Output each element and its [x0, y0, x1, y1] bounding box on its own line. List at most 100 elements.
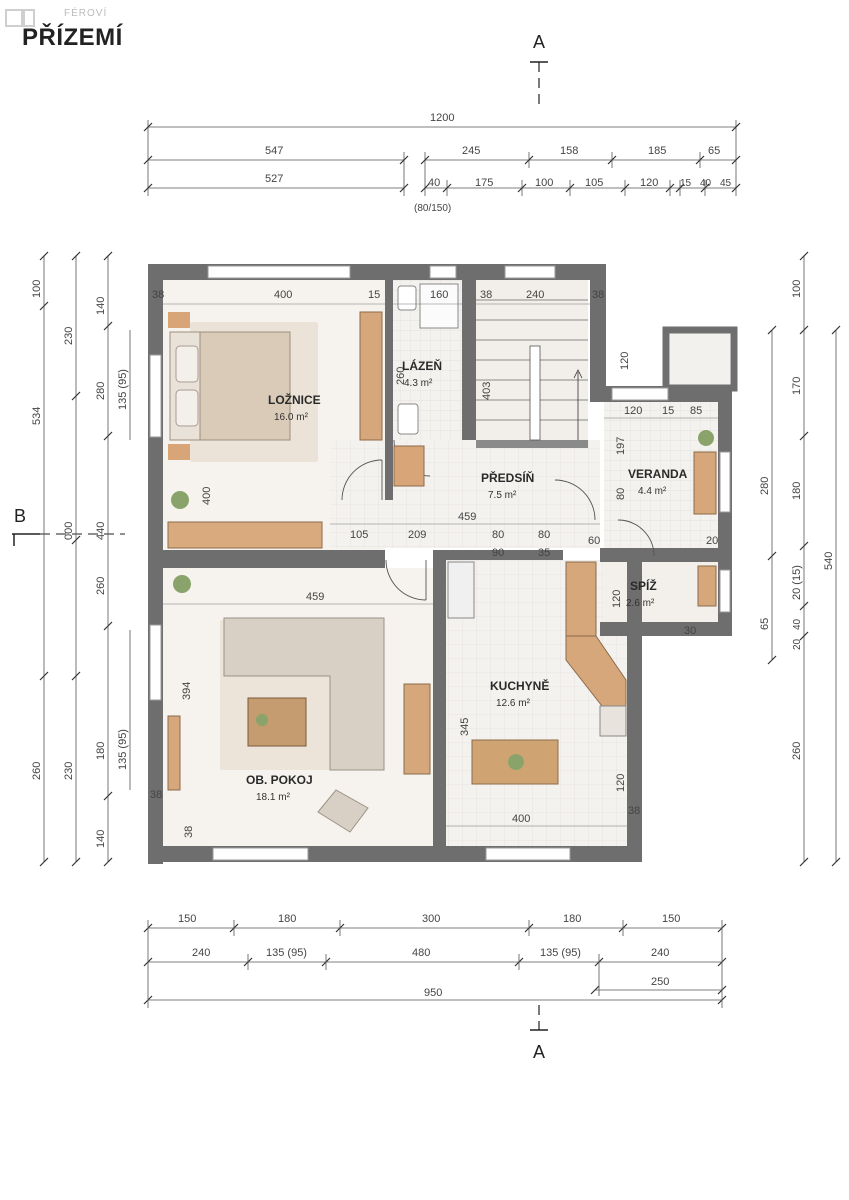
dim-top-105: 105 [585, 177, 603, 189]
dim-left-260: 260 [95, 577, 107, 595]
dim-right-260: 260 [791, 742, 803, 760]
dim-bottom-total: 950 [424, 987, 442, 999]
dim-top-175: 175 [475, 177, 493, 189]
idim-85: 85 [690, 405, 702, 417]
idim-120-d: 120 [615, 774, 627, 792]
idim-80-c: 80 [538, 529, 550, 541]
section-marker-a-top: A [530, 32, 548, 110]
idim-209: 209 [408, 529, 426, 541]
idim-15-a: 15 [368, 289, 380, 301]
room-name-predsin: PŘEDSÍŇ [481, 470, 534, 485]
section-label-a-bottom: A [533, 1042, 545, 1062]
idim-80-b: 80 [492, 529, 504, 541]
room-area-ob-pokoj: 18.1 m² [256, 792, 291, 803]
room-area-lazen: 4.3 m² [404, 378, 433, 389]
dim-left-140b: 140 [95, 830, 107, 848]
dim-left-534: 534 [31, 407, 43, 425]
idim-403: 403 [481, 382, 493, 400]
dim-top-158: 158 [560, 145, 578, 157]
idim-105: 105 [350, 529, 368, 541]
windows [149, 265, 731, 861]
dim-bottom-180: 180 [278, 913, 296, 925]
dim-bottom-240b: 240 [651, 947, 669, 959]
idim-60: 60 [588, 535, 600, 547]
dim-left-440: 440 [95, 522, 107, 540]
dim-top-15: 15 [680, 178, 692, 189]
dim-bottom-180b: 180 [563, 913, 581, 925]
dim-right-170: 170 [791, 377, 803, 395]
idim-240: 240 [526, 289, 544, 301]
dim-bottom-250: 250 [651, 976, 669, 988]
idim-30: 30 [684, 625, 696, 637]
dim-bottom-300: 300 [422, 913, 440, 925]
dim-left-000: 000 [63, 522, 75, 540]
idim-400-a: 400 [274, 289, 292, 301]
room-area-veranda: 4.4 m² [638, 486, 667, 497]
idim-38-d: 38 [150, 789, 162, 801]
idim-260: 260 [395, 367, 407, 385]
dim-left-135-95-b: 135 (95) [117, 729, 129, 770]
dim-top-527: 527 [265, 173, 283, 185]
idim-15-b: 15 [662, 405, 674, 417]
dim-right-180: 180 [791, 482, 803, 500]
idim-400-c: 400 [512, 813, 530, 825]
section-label-a-top: A [533, 32, 545, 52]
dim-right-100: 100 [791, 280, 803, 298]
interior-dimensions: 38 400 15 160 38 240 38 260 403 400 120 … [150, 289, 718, 838]
idim-197: 197 [615, 437, 627, 455]
page-title: PŘÍZEMÍ [22, 24, 123, 51]
room-name-spiz: SPÍŽ [630, 578, 657, 593]
dim-top-40b: 40 [700, 178, 712, 189]
room-name-loznice: LOŽNICE [268, 392, 321, 407]
dimensions-top: 1200 547 245 158 185 65 527 40 175 100 1… [143, 112, 741, 214]
room-name-veranda: VERANDA [628, 467, 688, 481]
idim-120-a: 120 [619, 352, 631, 370]
idim-160: 160 [430, 289, 448, 301]
idim-120-b: 120 [624, 405, 642, 417]
dim-right-540: 540 [823, 552, 835, 570]
dim-bottom-135-95-b: 135 (95) [540, 947, 581, 959]
dim-left-280: 280 [95, 382, 107, 400]
dim-top-45: 45 [720, 178, 732, 189]
dim-right-65: 65 [759, 618, 771, 630]
section-marker-a-bottom: A [530, 1005, 548, 1062]
dim-right-20-15: 20 (15) [791, 565, 803, 600]
idim-38-c: 38 [592, 289, 604, 301]
dim-bottom-150: 150 [178, 913, 196, 925]
dim-top-245: 245 [462, 145, 480, 157]
idim-394: 394 [181, 682, 193, 700]
room-area-loznice: 16.0 m² [274, 412, 309, 423]
idim-120-c: 120 [611, 590, 623, 608]
dim-right-20: 20 [792, 638, 803, 650]
dimensions-bottom: 150 180 300 180 150 240 135 (95) 480 135… [143, 913, 727, 1008]
section-marker-b: B [12, 506, 125, 546]
dim-top-40: 40 [428, 177, 440, 189]
dimensions-right: 100 170 180 260 280 20 (15) 20 40 65 540 [759, 251, 841, 867]
idim-90: 90 [492, 547, 504, 559]
idim-35: 35 [538, 547, 550, 559]
room-labels: LOŽNICE 16.0 m² LÁZEŇ 4.3 m² PŘEDSÍŇ 7.5… [246, 358, 688, 803]
idim-38-a: 38 [152, 289, 164, 301]
dim-bottom-150b: 150 [662, 913, 680, 925]
idim-38-f: 38 [628, 805, 640, 817]
idim-459-a: 459 [458, 511, 476, 523]
dim-top-note: (80/150) [414, 203, 451, 214]
dim-top-120: 120 [640, 177, 658, 189]
dim-top-185: 185 [648, 145, 666, 157]
brand-logo [4, 6, 64, 30]
dim-left-180: 180 [95, 742, 107, 760]
idim-38-b: 38 [480, 289, 492, 301]
room-area-kuchyne: 12.6 m² [496, 698, 531, 709]
idim-80-a: 80 [615, 488, 627, 500]
idim-20: 20 [706, 535, 718, 547]
dim-top-100: 100 [535, 177, 553, 189]
dim-bottom-240: 240 [192, 947, 210, 959]
staircase [476, 299, 588, 441]
dim-top-65: 65 [708, 145, 720, 157]
dim-left-100: 100 [31, 280, 43, 298]
dim-left-260b: 260 [31, 762, 43, 780]
brand-name: FÉROVÍ [64, 8, 108, 19]
dim-right-280: 280 [759, 477, 771, 495]
furniture [167, 283, 717, 833]
